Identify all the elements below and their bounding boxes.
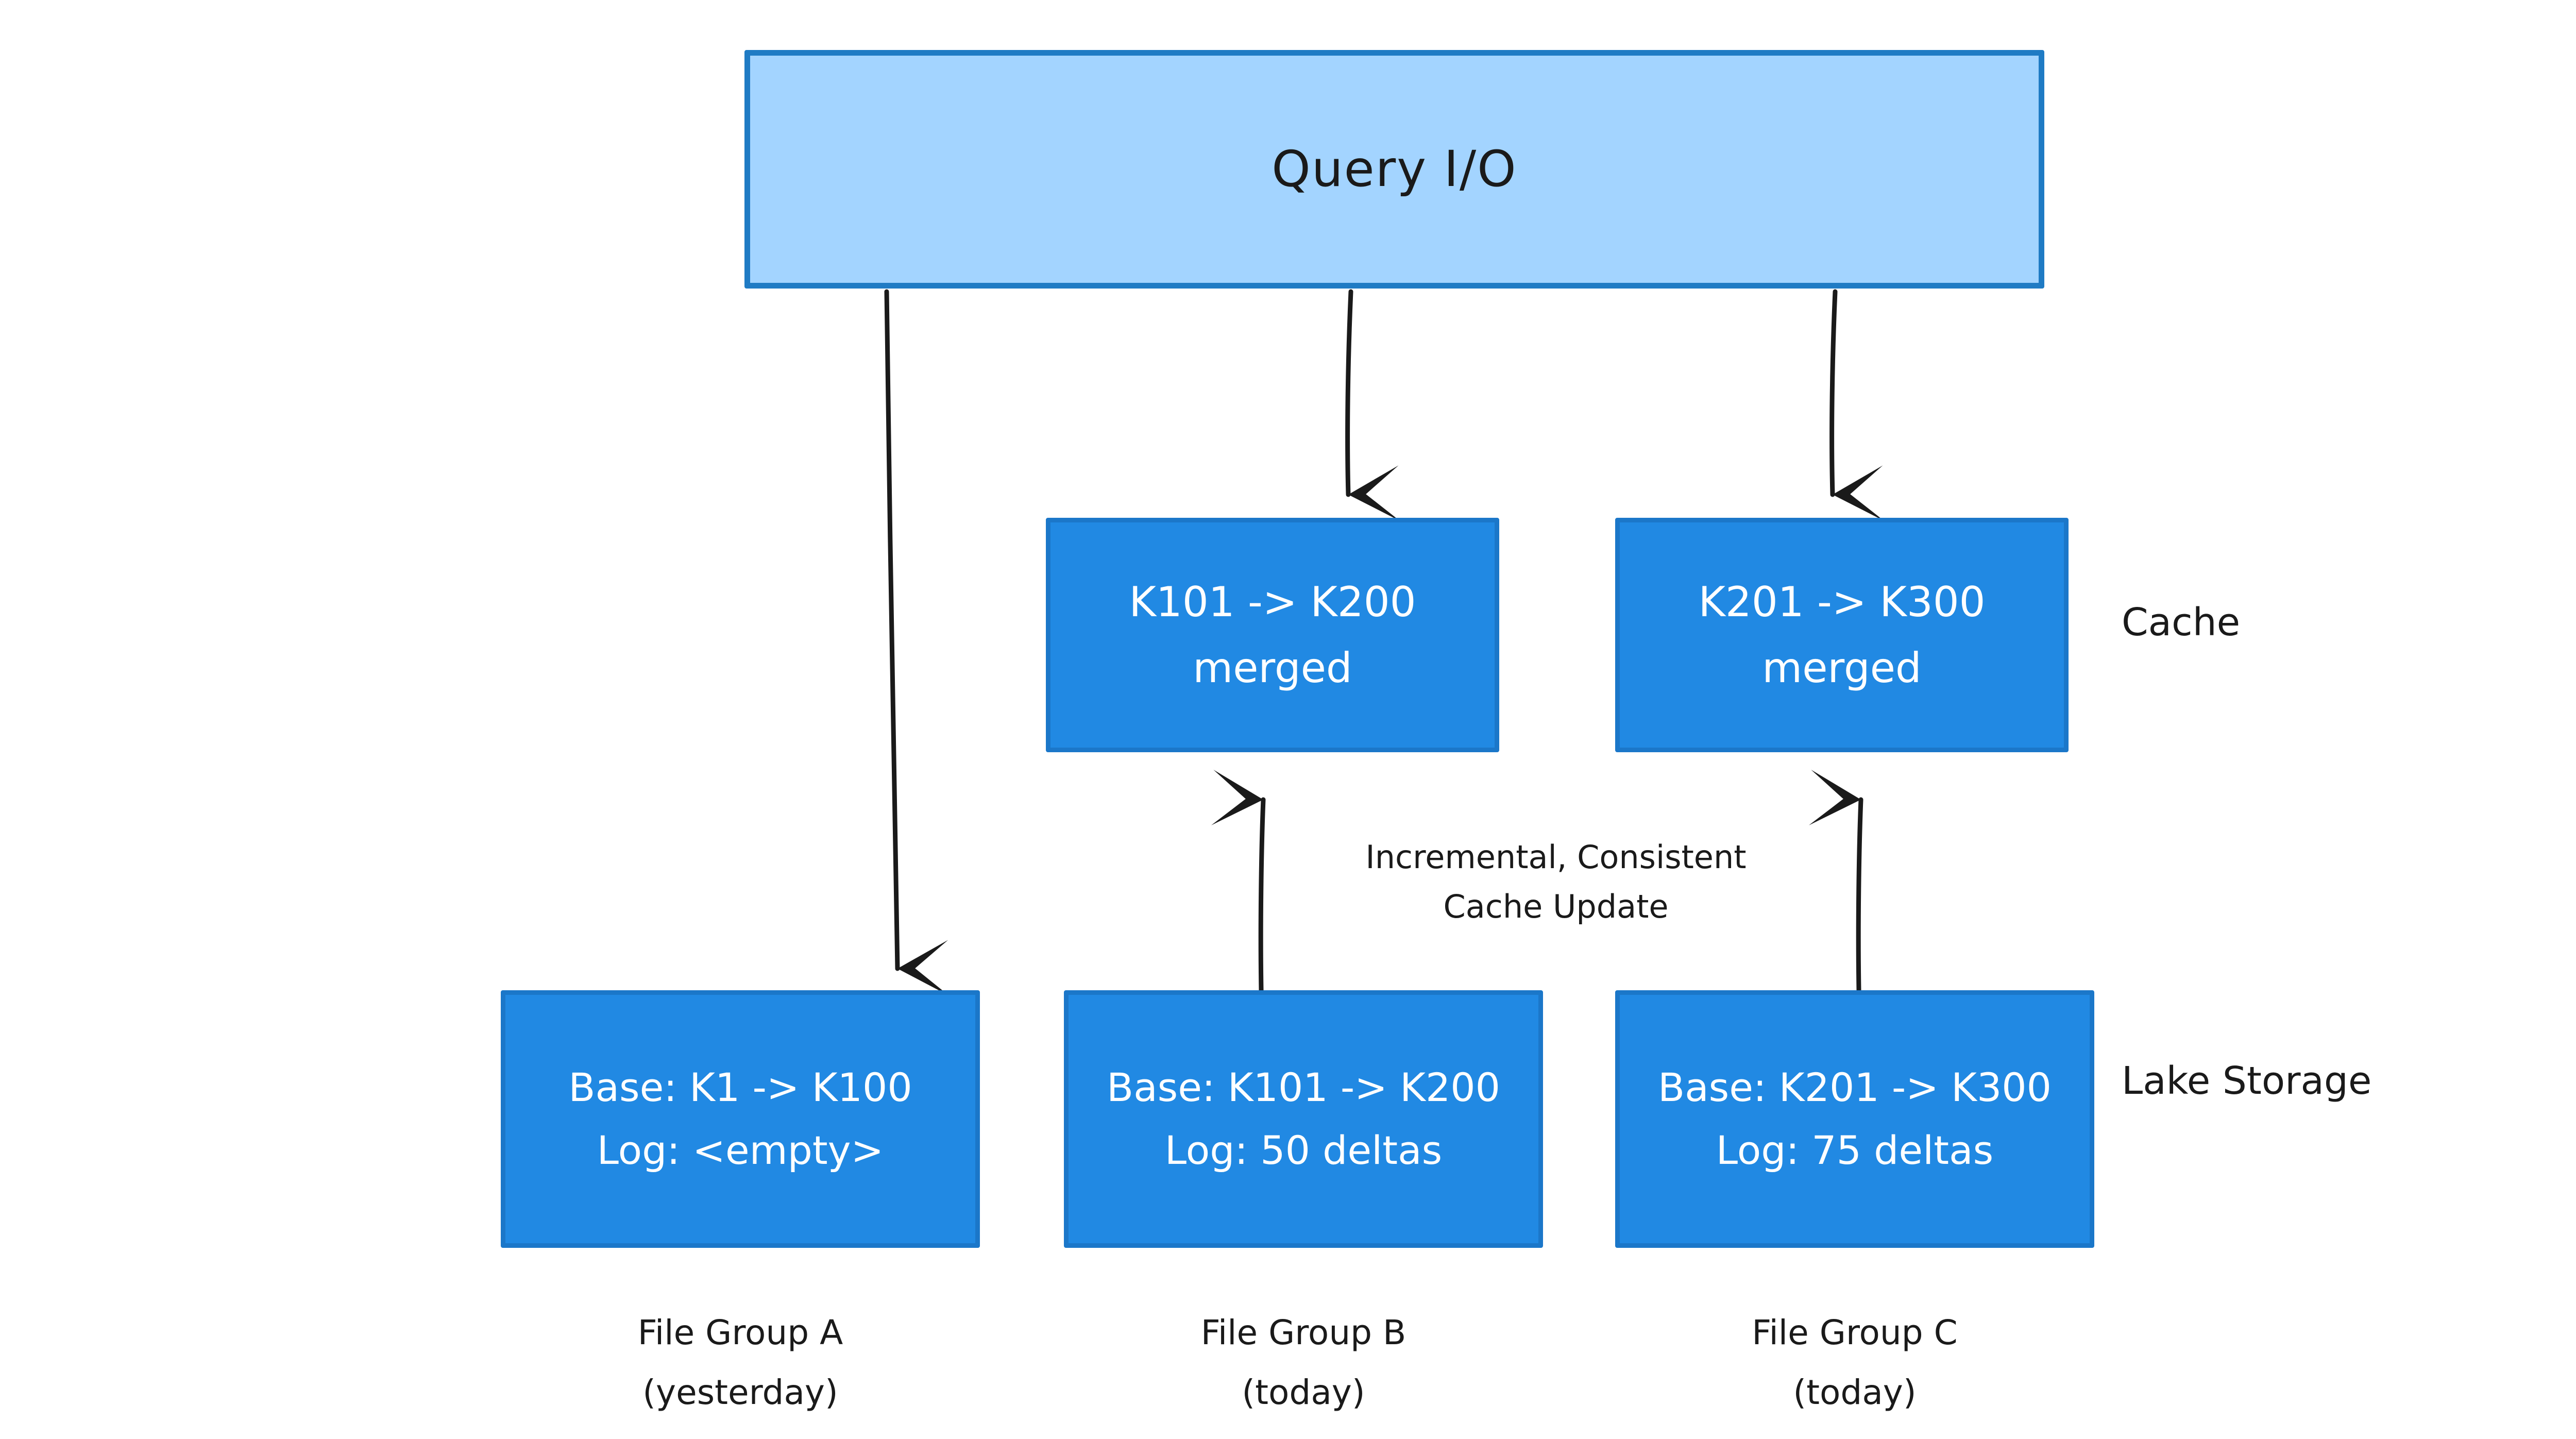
node-storage-group-a-base: Base: K1 -> K100	[568, 1064, 912, 1110]
edge-label-line-2: Cache Update	[1443, 888, 1669, 926]
arrow-query-to-cache-c	[1829, 289, 1885, 521]
node-storage-group-b-log: Log: 50 deltas	[1164, 1127, 1443, 1173]
node-cache-b-state: merged	[1193, 644, 1352, 692]
node-storage-group-c-base: Base: K201 -> K300	[1657, 1064, 2052, 1110]
node-cache-b[interactable]: K101 -> K200 merged	[1046, 518, 1499, 752]
node-storage-group-b[interactable]: Base: K101 -> K200 Log: 50 deltas	[1064, 990, 1543, 1248]
edge-label-line-1: Incremental, Consistent	[1365, 838, 1747, 876]
arrow-group-b-to-cache-b	[1211, 770, 1266, 993]
node-cache-c[interactable]: K201 -> K300 merged	[1615, 518, 2069, 752]
node-cache-c-state: merged	[1762, 644, 1922, 692]
node-storage-group-b-base: Base: K101 -> K200	[1106, 1064, 1501, 1110]
caption-file-group-c-when: (today)	[1793, 1372, 1917, 1412]
edge-label-incremental-cache-update: Incremental, Consistent Cache Update	[1309, 835, 1803, 929]
arrow-group-c-to-cache-c	[1808, 770, 1863, 993]
node-storage-group-c-log: Log: 75 deltas	[1716, 1127, 1994, 1173]
caption-file-group-a-when: (yesterday)	[642, 1372, 838, 1412]
node-cache-c-range: K201 -> K300	[1698, 578, 1986, 626]
node-storage-group-a[interactable]: Base: K1 -> K100 Log: <empty>	[501, 990, 980, 1248]
arrow-query-to-group-a	[884, 289, 949, 996]
caption-file-group-b-when: (today)	[1242, 1372, 1365, 1412]
node-storage-group-a-log: Log: <empty>	[597, 1127, 884, 1173]
caption-file-group-a: File Group A (yesterday)	[501, 1309, 980, 1416]
node-cache-b-range: K101 -> K200	[1129, 578, 1416, 626]
tier-label-lake-storage: Lake Storage	[2122, 1059, 2371, 1103]
caption-file-group-b-name: File Group B	[1200, 1313, 1406, 1352]
tier-label-cache: Cache	[2122, 600, 2240, 645]
node-query-io[interactable]: Query I/O	[744, 50, 2044, 289]
arrow-query-to-cache-b	[1345, 289, 1400, 521]
caption-file-group-a-name: File Group A	[637, 1313, 843, 1352]
tier-label-lake-storage-text: Lake Storage	[2122, 1059, 2372, 1103]
caption-file-group-c-name: File Group C	[1752, 1313, 1958, 1352]
node-query-io-label: Query I/O	[1272, 140, 1517, 198]
caption-file-group-b: File Group B (today)	[1064, 1309, 1543, 1416]
tier-label-cache-text: Cache	[2122, 600, 2241, 645]
caption-file-group-c: File Group C (today)	[1615, 1309, 2094, 1416]
node-storage-group-c[interactable]: Base: K201 -> K300 Log: 75 deltas	[1615, 990, 2094, 1248]
